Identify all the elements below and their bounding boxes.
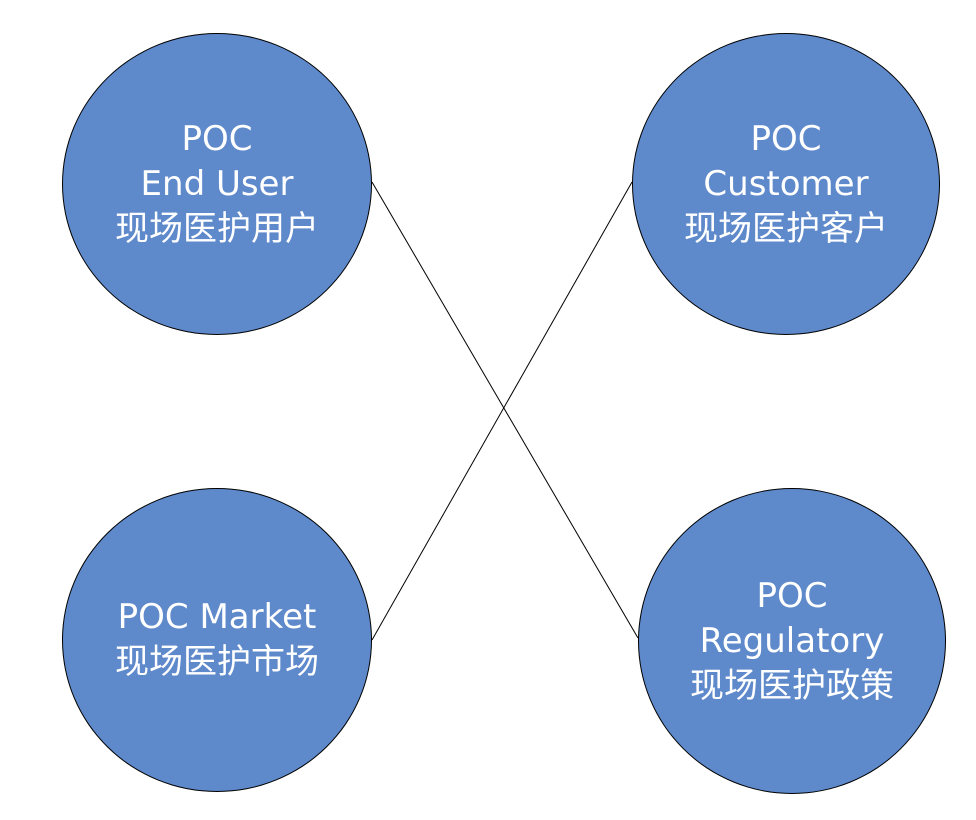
node-label-line: 现场医护客户 (684, 208, 888, 249)
node-label-line: Regulatory (699, 620, 885, 661)
node-label: POC End User 现场医护用户 (115, 117, 319, 252)
node-label-line: Customer (703, 163, 869, 204)
node-poc-end-user: POC End User 现场医护用户 (62, 33, 372, 335)
node-label-line: End User (140, 163, 294, 204)
node-label-line: 现场医护政策 (690, 665, 894, 706)
connector-end-user-to-regulatory (371, 181, 639, 639)
connector-market-to-customer (371, 181, 633, 641)
node-label-line: POC (750, 118, 822, 159)
node-label-line: POC (756, 575, 828, 616)
node-poc-customer: POC Customer 现场医护客户 (632, 33, 940, 335)
node-poc-regulatory: POC Regulatory 现场医护政策 (638, 488, 946, 794)
node-poc-market: POC Market 现场医护市场 (62, 488, 372, 792)
node-label: POC Customer 现场医护客户 (684, 117, 888, 252)
node-label: POC Market 现场医护市场 (115, 595, 319, 685)
node-label-line: 现场医护市场 (115, 642, 319, 682)
node-label-line: 现场医护用户 (115, 208, 319, 249)
node-label: POC Regulatory 现场医护政策 (690, 574, 894, 709)
node-label-line: POC Market (117, 597, 317, 637)
node-label-line: POC (181, 118, 253, 159)
